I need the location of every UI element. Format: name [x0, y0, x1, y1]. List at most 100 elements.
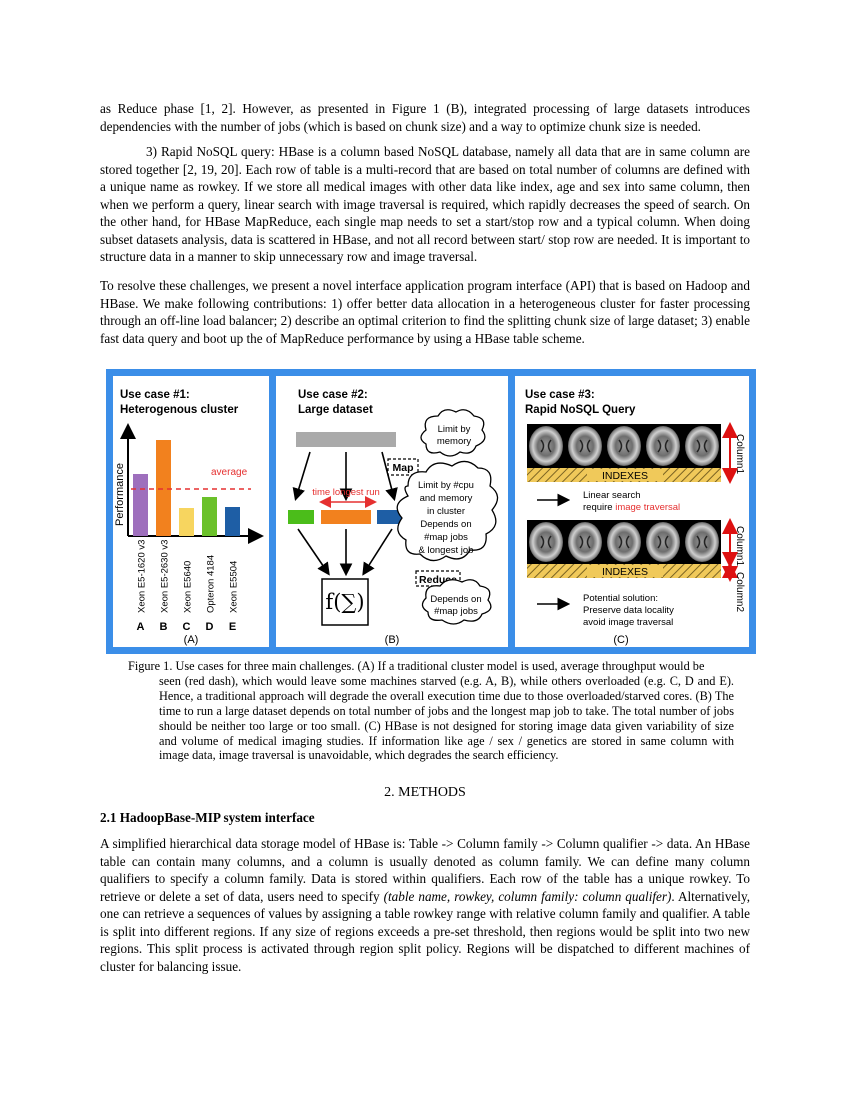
panel-a-title-1: Use case #1:: [120, 389, 190, 401]
caption-first-line: Figure 1. Use cases for three main chall…: [128, 659, 705, 673]
map-label: Map: [393, 462, 414, 474]
cloud-map-jobs: [421, 579, 492, 625]
brain-ventricles: [540, 439, 552, 453]
bar-letter-c: C: [183, 621, 191, 633]
panel-a-title-2: Heterogenous cluster: [120, 404, 239, 416]
intro-paragraph-2: 3) Rapid NoSQL query: HBase is a column …: [100, 144, 750, 264]
brain-ventricles: [540, 535, 552, 549]
bar-name-c: Xeon E5640: [183, 561, 194, 613]
panel-b: Use case #2: Large dataset Limit by memo…: [276, 376, 508, 647]
function-symbol: f(∑): [325, 590, 364, 614]
cloud2-line4: Depends on: [420, 519, 471, 530]
panel-b-title-1: Use case #2:: [298, 389, 368, 401]
cloud3-line1: Depends on: [430, 594, 481, 605]
map-job-2: [321, 510, 371, 524]
panel-a: Use case #1: Heterogenous cluster Perfor…: [113, 376, 269, 647]
panel-c-title-2: Rapid NoSQL Query: [525, 404, 636, 416]
panel-c-label: (C): [613, 634, 628, 646]
map-box: [387, 458, 419, 476]
reduce-function-box: [321, 578, 369, 626]
linear-search-line2: require image traversal: [583, 502, 680, 513]
cloud-cpu: [396, 460, 499, 562]
methods-text-1: A simplified hierarchical data storage m…: [100, 836, 750, 904]
bar-letter-b: B: [160, 621, 168, 633]
large-dataset-bar: [296, 432, 396, 447]
brain-scan-image: [607, 522, 641, 562]
solution-line2: Preserve data locality: [583, 605, 674, 616]
cloud2-line6: & longest job: [419, 545, 474, 556]
column2-label: Column2: [734, 572, 745, 612]
brain-scan-image: [607, 426, 641, 466]
brain-scan-image: [568, 522, 602, 562]
brain-scan-image: [685, 522, 719, 562]
time-longest-label: time longest run: [312, 487, 380, 498]
panel-a-label: (A): [184, 634, 199, 646]
brain-ventricles: [657, 439, 669, 453]
column1-label: Column1: [734, 434, 745, 474]
bar-b: [156, 440, 171, 536]
panel-c-title-1: Use case #3:: [525, 389, 595, 401]
cloud2-line3: in cluster: [427, 506, 465, 517]
linear-search-line1: Linear search: [583, 490, 641, 501]
cloud1-line1: Limit by: [438, 424, 471, 435]
brain-scan-image: [646, 522, 680, 562]
panel-b-title-2: Large dataset: [298, 404, 373, 416]
indexes-label-2: INDEXES: [602, 566, 648, 578]
bar-name-b: Xeon E5-2630 v3: [160, 540, 171, 613]
bar-d: [202, 497, 217, 536]
solution-line3: avoid image traversal: [583, 617, 673, 628]
bar-name-a: Xeon E5-1620 v3: [137, 540, 148, 613]
column1b-label: Column1: [734, 526, 745, 566]
cloud-memory: [420, 409, 486, 457]
y-axis-label: Performance: [114, 463, 126, 526]
bar-letter-d: D: [206, 621, 214, 633]
cloud3-line2: #map jobs: [434, 606, 478, 617]
methods-italic: (table name, rowkey, column family: colu…: [383, 888, 672, 904]
map-job-1: [288, 510, 314, 524]
bar-name-d: Opteron 4184: [206, 555, 217, 613]
brain-ventricles: [618, 439, 630, 453]
brain-scan-image: [568, 426, 602, 466]
bar-a: [133, 474, 148, 536]
arrow-split-1: [292, 451, 311, 502]
brain-scan-image: [646, 426, 680, 466]
indexes-bg-1: [587, 469, 663, 481]
cloud2-line1: Limit by #cpu: [418, 480, 474, 491]
section-title: 2. METHODS: [384, 785, 466, 800]
bar-c: [179, 508, 194, 536]
cloud2-line2: and memory: [420, 493, 473, 504]
brain-ventricles: [579, 535, 591, 549]
brain-ventricles: [618, 535, 630, 549]
bar-letter-e: E: [229, 621, 236, 633]
panel-c: Use case #3: Rapid NoSQL Query INDEXES C…: [515, 376, 749, 647]
intro-paragraph-1: as Reduce phase [1, 2]. However, as pres…: [100, 101, 750, 134]
bar-e: [225, 507, 240, 536]
brain-ventricles: [579, 439, 591, 453]
solution-line1: Potential solution:: [583, 593, 658, 604]
figure-1: Use case #1: Heterogenous cluster Perfor…: [106, 369, 756, 654]
figure-caption: Figure 1. Use cases for three main chall…: [128, 659, 734, 763]
cloud2-line5: #map jobs: [424, 532, 468, 543]
bar-name-e: Xeon E5504: [229, 561, 240, 613]
map-job-3: [377, 510, 403, 524]
intro-paragraph-3: To resolve these challenges, we present …: [100, 278, 750, 346]
methods-paragraph: A simplified hierarchical data storage m…: [100, 835, 750, 975]
panel-b-diagram: Use case #2: Large dataset Limit by memo…: [288, 389, 499, 646]
brain-scan-image: [685, 426, 719, 466]
brain-scan-image: [529, 426, 563, 466]
methods-text-2: . Alternatively, one can retrieve a sequ…: [100, 888, 750, 974]
panel-c-diagram: Use case #3: Rapid NoSQL Query INDEXES C…: [525, 389, 745, 646]
brain-ventricles: [696, 439, 708, 453]
average-label: average: [211, 467, 248, 478]
brain-ventricles: [657, 535, 669, 549]
arrow-reduce-1: [297, 528, 330, 576]
bar-letter-a: A: [137, 621, 145, 633]
panel-b-label: (B): [385, 634, 400, 646]
panel-a-chart: Use case #1: Heterogenous cluster Perfor…: [114, 389, 264, 646]
brain-ventricles: [696, 535, 708, 549]
cloud1-line2: memory: [437, 436, 472, 447]
caption-rest: seen (red dash), which would leave some …: [159, 673, 734, 763]
arrow-reduce-3: [362, 528, 393, 576]
indexes-bg-2: [587, 565, 663, 577]
indexes-label-1: INDEXES: [602, 470, 648, 482]
